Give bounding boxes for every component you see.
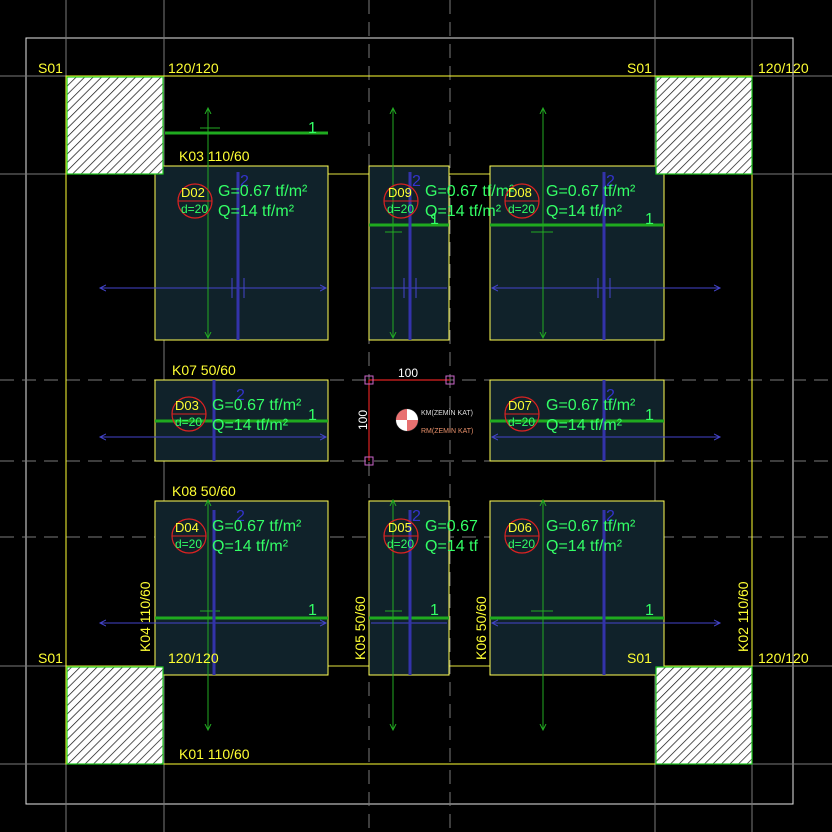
column-top-left <box>66 76 164 175</box>
column-size-tl: 120/120 <box>168 60 219 76</box>
slab-id: D08 <box>508 185 532 200</box>
slab-thickness: d=20 <box>175 537 202 551</box>
rebar-mark-1-h: 1 <box>645 602 654 619</box>
slab-q-load: Q=14 tf/m² <box>212 417 289 434</box>
slab-g-load: G=0.67 tf/m² <box>218 183 308 200</box>
slab-id: D03 <box>175 398 199 413</box>
slab-thickness: d=20 <box>181 202 208 216</box>
slab-label-d04: D04 d=20 G=0.67 tf/m² Q=14 tf/m² <box>171 518 302 555</box>
opening: 100 100 KM(ZEMİN KAT) RM(ZEMİN KAT) <box>356 366 473 466</box>
slab-id: D04 <box>175 520 199 535</box>
slab-g-load: G=0.67 <box>425 518 478 535</box>
slab-thickness: d=20 <box>387 202 414 216</box>
slab-thickness: d=20 <box>175 415 202 429</box>
beam-label-k07: K07 50/60 <box>172 362 236 378</box>
slab-q-load: Q=14 tf/m² <box>546 538 623 555</box>
rebar-mark-2-b: 2 <box>412 173 421 190</box>
column-labels: S01 120/120 S01 120/120 S01 120/120 S01 … <box>38 60 809 666</box>
rebar-mark-1-b: 1 <box>430 211 439 228</box>
slab-panel-d06 <box>489 500 665 676</box>
slab-g-load: G=0.67 tf/m² <box>212 397 302 414</box>
slab-label-d05: D05 d=20 G=0.67 Q=14 tf <box>383 518 478 555</box>
mass-center-icon <box>395 408 419 432</box>
column-name-tr: S01 <box>627 60 652 76</box>
rebar-mark-2-c: 2 <box>606 173 615 190</box>
rebar-green <box>155 131 664 620</box>
slab-thickness: d=20 <box>508 537 535 551</box>
columns <box>66 76 753 765</box>
rebar-mark-1-a: 1 <box>308 120 317 137</box>
beam-label-k03: K03 110/60 <box>179 148 250 164</box>
slab-panel-d08 <box>489 165 665 341</box>
slab-id: D07 <box>508 398 532 413</box>
slab-g-load: G=0.67 tf/m² <box>212 518 302 535</box>
beam-label-k02: K02 110/60 <box>735 581 751 652</box>
slab-q-load: Q=14 tf/m² <box>218 203 295 220</box>
slab-g-load: G=0.67 tf/m² <box>546 397 636 414</box>
column-top-right <box>655 76 753 175</box>
rebar-mark-1-f: 1 <box>308 602 317 619</box>
slab-label-d02: D02 d=20 G=0.67 tf/m² Q=14 tf/m² <box>177 183 308 220</box>
column-size-tr: 120/120 <box>758 60 809 76</box>
opening-width-label: 100 <box>398 366 418 380</box>
rebar-mark-labels: 1 1 1 1 1 1 1 1 2 2 2 2 2 2 2 2 <box>236 120 654 619</box>
span-arrows-vertical <box>208 108 543 730</box>
beam-label-k04: K04 110/60 <box>137 581 153 652</box>
slab-thickness: d=20 <box>508 415 535 429</box>
slab-g-load: G=0.67 tf/m² <box>546 183 636 200</box>
beam-label-k05: K05 50/60 <box>352 596 368 660</box>
slab-id: D05 <box>388 520 412 535</box>
slab-id: D06 <box>508 520 532 535</box>
slab-panel-d02 <box>154 165 329 341</box>
rebar-mark-2-h: 2 <box>606 508 615 525</box>
slab-label-d06: D06 d=20 G=0.67 tf/m² Q=14 tf/m² <box>504 518 636 555</box>
rebar-blue <box>212 172 606 675</box>
rebar-mark-1-c: 1 <box>645 211 654 228</box>
column-name-br: S01 <box>627 650 652 666</box>
outer-frame <box>25 37 794 805</box>
column-name-bl: S01 <box>38 650 63 666</box>
column-bottom-left <box>66 666 164 765</box>
slab-g-load: G=0.67 tf/m² <box>546 518 636 535</box>
slab-q-load: Q=14 tf/m² <box>546 203 623 220</box>
rebar-tick-marks <box>231 278 611 298</box>
slab-q-load: Q=14 tf/m² <box>546 417 623 434</box>
slab-panel-d04 <box>154 500 329 676</box>
slab-label-d07: D07 d=20 G=0.67 tf/m² Q=14 tf/m² <box>504 396 636 434</box>
column-bottom-right <box>655 666 753 765</box>
slab-id: D02 <box>181 185 205 200</box>
rebar-mark-2-f: 2 <box>236 508 245 525</box>
rebar-mark-2-a: 2 <box>240 173 249 190</box>
slab-thickness: d=20 <box>387 537 414 551</box>
rebar-mark-2-g: 2 <box>412 508 421 525</box>
rebar-mark-2-e: 2 <box>606 387 615 404</box>
beam-label-k06: K06 50/60 <box>473 596 489 660</box>
slab-label-d08: D08 d=20 G=0.67 tf/m² Q=14 tf/m² <box>504 183 636 220</box>
slab-q-load: Q=14 tf/m² <box>425 203 502 220</box>
rebar-small-marks <box>200 127 553 612</box>
rm-label: RM(ZEMİN KAT) <box>421 426 473 435</box>
column-size-br: 120/120 <box>758 650 809 666</box>
slab-label-d03: D03 d=20 G=0.67 tf/m² Q=14 tf/m² <box>171 396 302 434</box>
beam-label-k01: K01 110/60 <box>179 746 250 762</box>
rebar-mark-1-g: 1 <box>430 602 439 619</box>
slab-q-load: Q=14 tf <box>425 538 478 555</box>
opening-height-label: 100 <box>356 410 370 430</box>
column-name-tl: S01 <box>38 60 63 76</box>
slab-thickness: d=20 <box>508 202 535 216</box>
column-size-bl: 120/120 <box>168 650 219 666</box>
beam-label-k08: K08 50/60 <box>172 483 236 499</box>
rebar-mark-1-e: 1 <box>645 407 654 424</box>
slab-label-d09: D09 d=20 G=0.67 tf/m² Q=14 tf/m² <box>383 183 515 220</box>
slab-q-load: Q=14 tf/m² <box>212 538 289 555</box>
slab-id: D09 <box>388 185 412 200</box>
km-label: KM(ZEMİN KAT) <box>421 408 473 417</box>
slab-g-load: G=0.67 tf/m² <box>425 183 515 200</box>
rebar-mark-2-d: 2 <box>236 387 245 404</box>
rebar-mark-1-d: 1 <box>308 407 317 424</box>
beam-labels: K03 110/60 K07 50/60 K08 50/60 K01 110/6… <box>137 148 751 762</box>
